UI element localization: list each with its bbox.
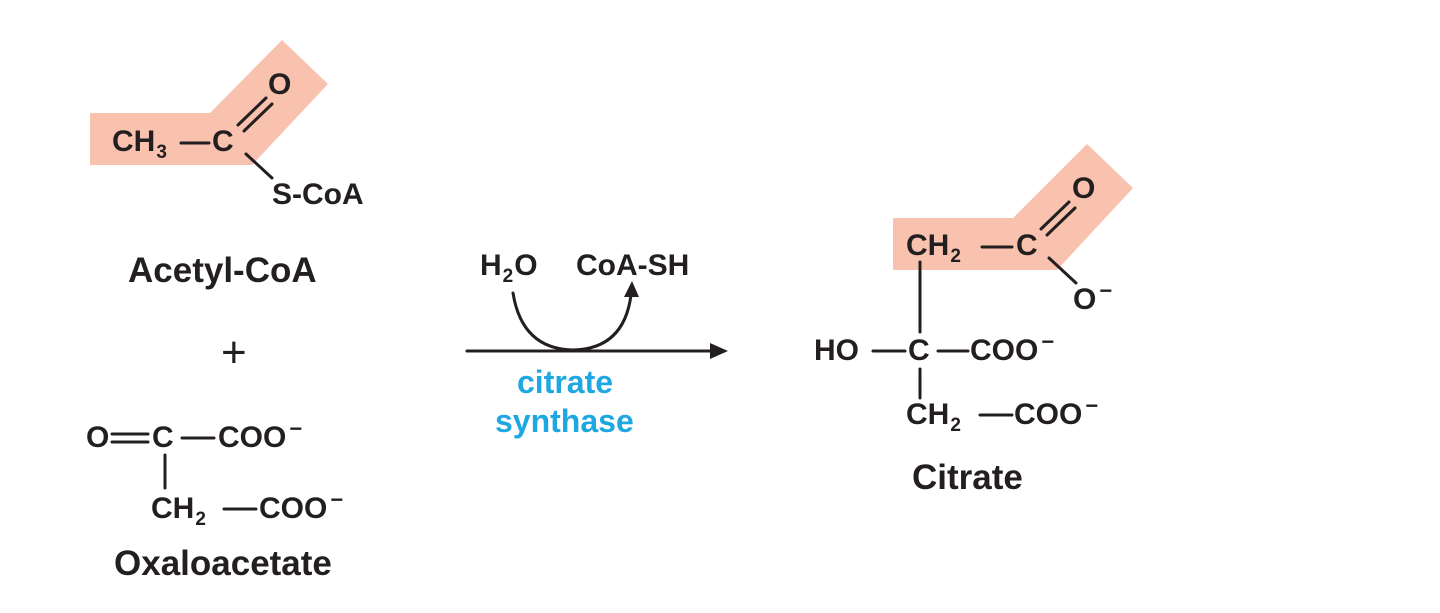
citrate-coo-mid-label: COO− [970,329,1055,367]
citrate-ho-label: HO [814,334,859,367]
coash-out-curve [571,293,633,352]
oxalo-coo-top-label: COO− [218,416,303,454]
citrate-highlight-left [893,218,1013,270]
citrate-highlight-right [1013,144,1133,270]
acetyl-c-o-double-bond-b [242,102,274,133]
acetyl-c-s-bond [244,152,274,180]
citrate-c-o-double-bond-b [1045,206,1077,237]
citrate-carboxyl-c-label: C [1016,229,1038,262]
acetyl-oxygen-label: O [268,68,292,101]
citrate-name: Citrate [912,458,1023,497]
oxaloacetate-name: Oxaloacetate [114,544,332,583]
acetyl-highlight-left [90,113,210,165]
plus-sign: + [221,328,247,377]
citrate-ch2-top-label: CH2 [906,229,961,267]
acetyl-coa-name: Acetyl-CoA [128,251,317,290]
water-label: H2O [480,249,538,287]
water-in-curve [511,291,575,352]
enzyme-label-line2: synthase [495,403,634,439]
coash-out-arrow-head [624,281,639,297]
oxalo-oxygen-label: O [86,421,110,454]
citrate-c-o-double-bond-a [1039,200,1071,231]
citrate-coo-bottom-label: COO− [1014,393,1099,431]
citrate-central-c-label: C [908,334,930,367]
acetyl-scoa-label: S-CoA [272,178,364,211]
citrate-oxygen-label: O [1072,172,1096,205]
oxalo-carbon-label: C [152,421,174,454]
reaction-arrow-head [710,343,728,359]
acetyl-ch3-label: CH3 [112,125,167,163]
acetyl-c-o-double-bond-a [236,96,268,127]
oxalo-ch2-label: CH2 [151,492,206,530]
acetyl-carbonyl-c-label: C [212,125,234,158]
oxalo-coo-bottom-label: COO− [259,487,344,525]
citrate-o-minus-label: O− [1073,278,1113,316]
coash-label: CoA-SH [576,249,690,282]
citrate-ch2-bottom-label: CH2 [906,398,961,436]
enzyme-label-line1: citrate [517,364,614,400]
acetyl-highlight-right [210,40,328,165]
citrate-c-ominus-bond [1047,256,1078,285]
